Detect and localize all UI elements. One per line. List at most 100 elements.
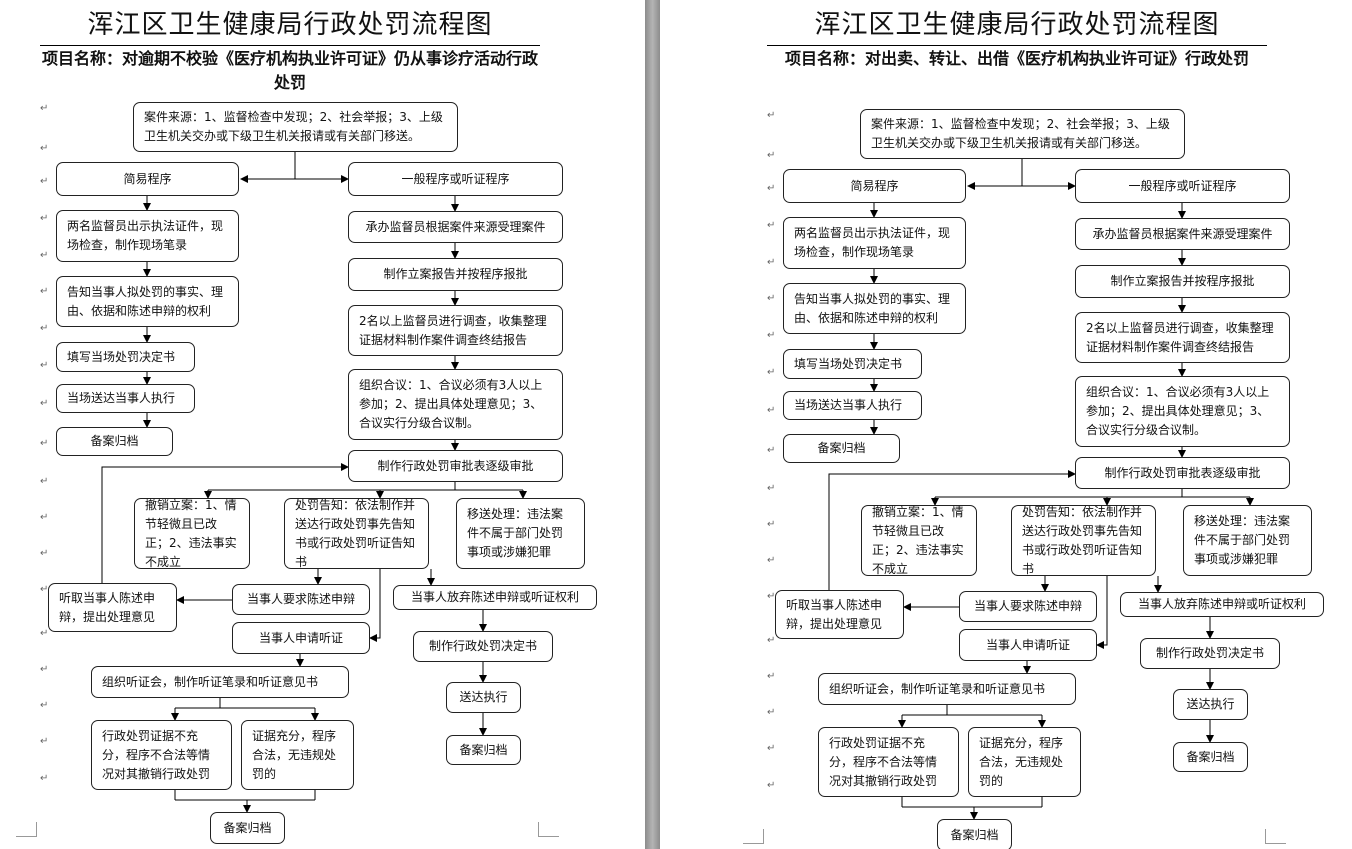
paragraph-mark-icon: ↵	[767, 519, 776, 530]
flow-box-b4: 当场送达当事人执行	[783, 391, 922, 420]
flow-box-b4: 当场送达当事人执行	[56, 384, 195, 413]
paragraph-mark-icon: ↵	[767, 445, 776, 456]
flow-box-archive2: 备案归档	[446, 735, 521, 765]
flow-box-hear: 听取当事人陈述申辩，提出处理意见	[48, 583, 177, 632]
crop-mark	[1265, 829, 1286, 844]
flow-box-req: 当事人要求陈述申辩	[232, 584, 370, 615]
paragraph-mark-icon: ↵	[40, 250, 49, 261]
flow-box-g4: 组织合议：1、合议必须有3人以上参加；2、提出具体处理意见；3、合议实行分级合议…	[348, 369, 563, 440]
connector-lines	[828, 159, 1254, 820]
flow-box-b1: 两名监督员出示执法证件，现场检查，制作现场笔录	[783, 217, 966, 269]
title-rule	[40, 45, 540, 46]
paragraph-mark-icon: ↵	[767, 743, 776, 754]
flow-box-general: 一般程序或听证程序	[348, 162, 563, 196]
paragraph-mark-icon: ↵	[767, 293, 776, 304]
paragraph-mark-icon: ↵	[767, 150, 776, 161]
document-page-1: 浑江区卫生健康局行政处罚流程图 项目名称：对逾期不校验《医疗机构执业许可证》仍从…	[0, 0, 645, 849]
connector-arrow	[369, 569, 381, 642]
project-name: 项目名称：对出卖、转让、出借《医疗机构执业许可证》行政处罚	[784, 49, 1249, 68]
flowchart: 案件来源：1、监督检查中发现；2、社会举报；3、上级卫生机关交办或下级卫生机关报…	[0, 0, 645, 849]
flow-box-simple: 简易程序	[783, 169, 966, 203]
paragraph-mark-icon: ↵	[767, 780, 776, 791]
paragraph-mark-icon: ↵	[40, 143, 49, 154]
connector-arrow	[101, 463, 349, 583]
flow-box-req: 当事人要求陈述申辩	[959, 591, 1097, 622]
flow-box-simple: 简易程序	[56, 162, 239, 196]
paragraph-mark-icon: ↵	[767, 367, 776, 378]
flow-box-g1: 承办监督员根据案件来源受理案件	[1075, 218, 1290, 250]
flow-box-g1: 承办监督员根据案件来源受理案件	[348, 211, 563, 243]
crop-mark	[743, 829, 764, 844]
project-name: 项目名称：对逾期不校验《医疗机构执业许可证》仍从事诊疗活动行政处罚	[41, 49, 538, 92]
flow-box-b2: 告知当事人拟处罚的事实、理由、依据和陈述申辩的权利	[56, 276, 239, 327]
crop-mark	[16, 822, 37, 837]
connector-arrow	[1096, 576, 1108, 649]
paragraph-mark-icon: ↵	[40, 323, 49, 334]
flow-box-abandon: 当事人放弃陈述申辩或听证权利	[1120, 592, 1324, 617]
flow-box-general: 一般程序或听证程序	[1075, 169, 1290, 203]
flow-box-g2: 制作立案报告并按程序报批	[1075, 265, 1290, 298]
paragraph-mark-icon: ↵	[767, 330, 776, 341]
flow-box-g2: 制作立案报告并按程序报批	[348, 258, 563, 291]
connector-lines	[101, 152, 527, 813]
flow-box-archive3: 备案归档	[937, 819, 1012, 849]
flow-box-apply: 当事人申请听证	[232, 622, 370, 654]
flow-box-cancel: 撤销立案：1、情节轻微且已改正；2、违法事实不成立	[861, 505, 977, 576]
page-gap	[645, 0, 660, 849]
title-rule	[767, 45, 1267, 46]
flow-box-insuff: 行政处罚证据不充分，程序不合法等情况对其撤销行政处罚	[91, 720, 232, 790]
flow-box-notify: 处罚告知：依法制作并送达行政处罚事先告知书或行政处罚听证告知书	[284, 498, 429, 569]
flow-box-org: 组织听证会，制作听证笔录和听证意见书	[818, 673, 1076, 705]
flow-box-suff: 证据充分，程序合法，无违规处罚的	[968, 727, 1081, 797]
paragraph-mark-icon: ↵	[40, 512, 49, 523]
paragraph-mark-icon: ↵	[767, 220, 776, 231]
flow-box-src: 案件来源：1、监督检查中发现；2、社会举报；3、上级卫生机关交办或下级卫生机关报…	[133, 102, 458, 152]
paragraph-mark-icon: ↵	[40, 176, 49, 187]
flowchart: 案件来源：1、监督检查中发现；2、社会举报；3、上级卫生机关交办或下级卫生机关报…	[727, 7, 1352, 849]
paragraph-mark-icon: ↵	[40, 700, 49, 711]
paragraph-mark-icon: ↵	[767, 483, 776, 494]
paragraph-mark-icon: ↵	[40, 664, 49, 675]
flow-box-decision: 制作行政处罚决定书	[413, 631, 553, 662]
flow-box-g4: 组织合议：1、合议必须有3人以上参加；2、提出具体处理意见；3、合议实行分级合议…	[1075, 376, 1290, 447]
flow-box-decision: 制作行政处罚决定书	[1140, 638, 1280, 669]
flow-box-b2: 告知当事人拟处罚的事实、理由、依据和陈述申辩的权利	[783, 283, 966, 334]
page-title: 浑江区卫生健康局行政处罚流程图	[87, 10, 493, 40]
flow-box-deliver: 送达执行	[446, 682, 521, 713]
flow-box-org: 组织听证会，制作听证笔录和听证意见书	[91, 666, 349, 698]
flow-box-archive2: 备案归档	[1173, 742, 1248, 772]
paragraph-mark-icon: ↵	[767, 671, 776, 682]
flow-box-transfer: 移送处理：违法案件不属于部门处罚事项或涉嫌犯罪	[456, 498, 585, 569]
paragraph-mark-icon: ↵	[40, 398, 49, 409]
paragraph-mark-icon: ↵	[40, 438, 49, 449]
flow-box-deliver: 送达执行	[1173, 689, 1248, 720]
flow-box-g3: 2名以上监督员进行调查，收集整理证据材料制作案件调查终结报告	[348, 305, 563, 356]
flow-box-suff: 证据充分，程序合法，无违规处罚的	[241, 720, 354, 790]
flow-box-src: 案件来源：1、监督检查中发现；2、社会举报；3、上级卫生机关交办或下级卫生机关报…	[860, 109, 1185, 159]
paragraph-mark-icon: ↵	[767, 591, 776, 602]
flow-box-b3: 填写当场处罚决定书	[56, 342, 195, 372]
flow-box-hear: 听取当事人陈述申辩，提出处理意见	[775, 590, 904, 639]
flow-box-notify: 处罚告知：依法制作并送达行政处罚事先告知书或行政处罚听证告知书	[1011, 505, 1156, 576]
connector-arrow	[828, 470, 1076, 590]
flow-box-approve: 制作行政处罚审批表逐级审批	[1075, 457, 1290, 489]
flow-box-abandon: 当事人放弃陈述申辩或听证权利	[393, 585, 597, 610]
paragraph-mark-icon: ↵	[40, 736, 49, 747]
paragraph-mark-icon: ↵	[40, 103, 49, 114]
page-title: 浑江区卫生健康局行政处罚流程图	[814, 10, 1220, 40]
paragraph-mark-icon: ↵	[767, 183, 776, 194]
flow-box-b3: 填写当场处罚决定书	[783, 349, 922, 379]
flow-box-approve: 制作行政处罚审批表逐级审批	[348, 450, 563, 482]
crop-mark	[538, 822, 559, 837]
paragraph-mark-icon: ↵	[40, 548, 49, 559]
paragraph-mark-icon: ↵	[767, 257, 776, 268]
paragraph-mark-icon: ↵	[767, 110, 776, 121]
paragraph-mark-icon: ↵	[40, 360, 49, 371]
document-page-2: 浑江区卫生健康局行政处罚流程图 项目名称：对出卖、转让、出借《医疗机构执业许可证…	[660, 0, 1352, 849]
paragraph-mark-icon: ↵	[767, 707, 776, 718]
paragraph-mark-icon: ↵	[767, 555, 776, 566]
paragraph-mark-icon: ↵	[40, 773, 49, 784]
paragraph-mark-icon: ↵	[40, 286, 49, 297]
paragraph-mark-icon: ↵	[40, 476, 49, 487]
flow-box-b5: 备案归档	[56, 427, 173, 456]
